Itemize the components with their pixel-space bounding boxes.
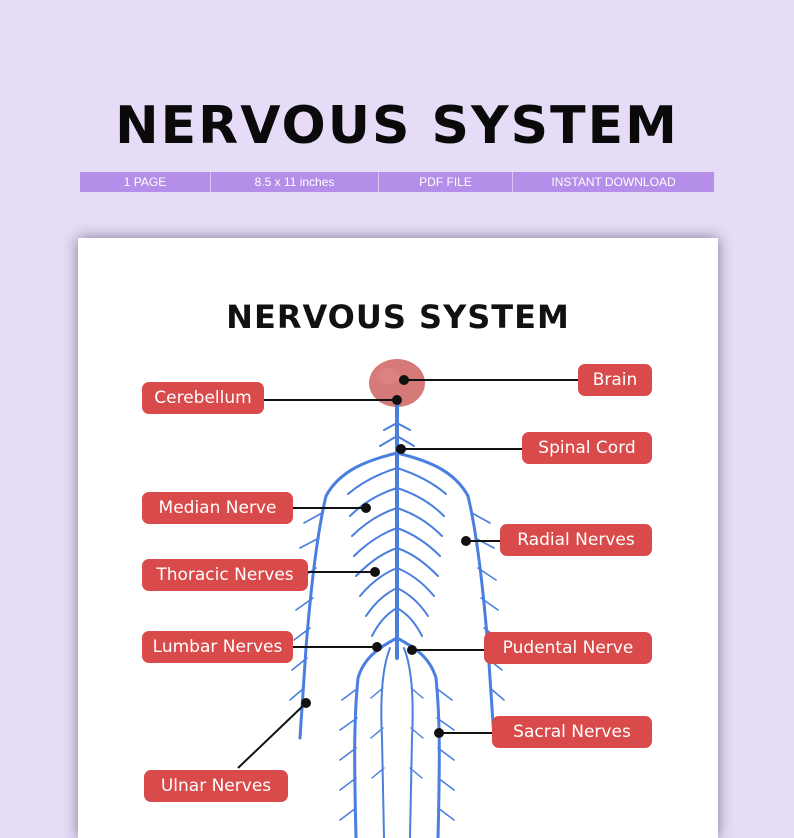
label-spinal-cord: Spinal Cord [522, 432, 652, 464]
label-pudental-nerve: Pudental Nerve [484, 632, 652, 664]
label-cerebellum: Cerebellum [142, 382, 264, 414]
label-ulnar-nerves: Ulnar Nerves [144, 770, 288, 802]
info-pages: 1 PAGE [80, 172, 211, 192]
product-info-bar: 1 PAGE 8.5 x 11 inches PDF FILE INSTANT … [80, 172, 714, 192]
label-radial-nerves: Radial Nerves [500, 524, 652, 556]
nerve-network [289, 398, 505, 838]
info-size: 8.5 x 11 inches [211, 172, 379, 192]
page-title: NERVOUS SYSTEM [115, 96, 679, 156]
info-delivery: INSTANT DOWNLOAD [551, 175, 676, 189]
label-thoracic-nerves: Thoracic Nerves [142, 559, 308, 591]
label-median-nerve: Median Nerve [142, 492, 293, 524]
label-sacral-nerves: Sacral Nerves [492, 716, 652, 748]
label-lumbar-nerves: Lumbar Nerves [142, 631, 293, 663]
info-format: PDF FILE [379, 172, 513, 192]
label-brain: Brain [578, 364, 652, 396]
connectors [237, 379, 578, 769]
connector-dots [301, 375, 471, 738]
worksheet-title: NERVOUS SYSTEM [226, 298, 570, 336]
brain-highlight [376, 368, 400, 384]
worksheet-preview: NERVOUS SYSTEM [78, 238, 718, 838]
